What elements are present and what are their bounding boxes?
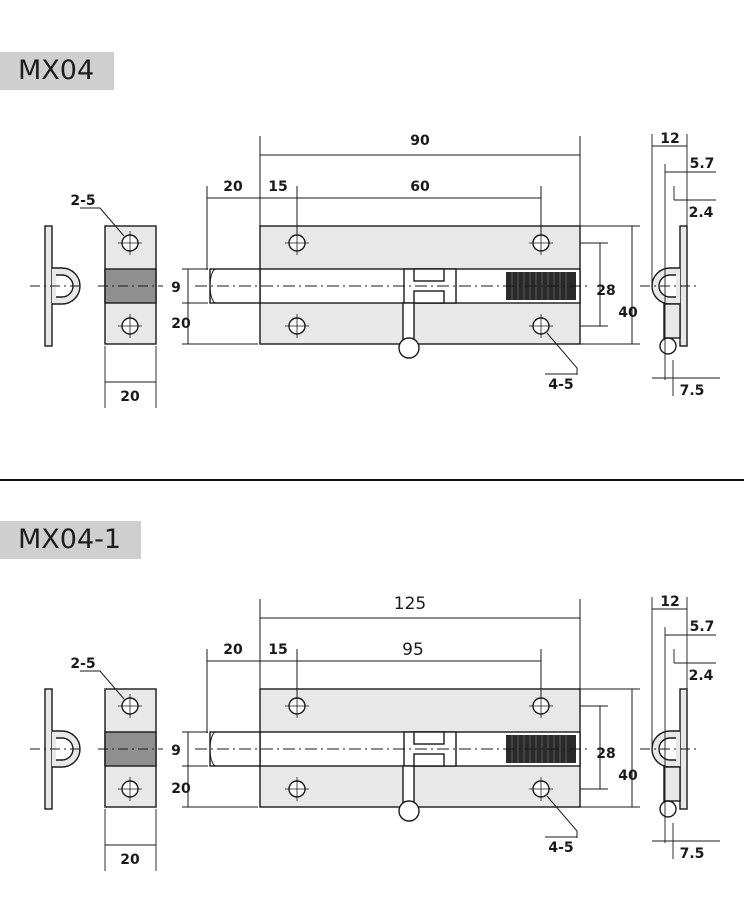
bolt-side-view <box>640 134 720 396</box>
dim-hole-pitch: 28 <box>596 283 615 299</box>
model-label-mx04-1: MX04-1 <box>0 521 142 559</box>
dimension-lines <box>182 136 640 345</box>
section-divider <box>0 479 744 481</box>
dim-side-a: 5.7 <box>690 156 715 172</box>
technical-drawing-mx04-1: 125 20 15 95 9 20 28 40 2-5 20 4-5 12 5.… <box>30 594 720 871</box>
dim-hole-offset: 15 <box>268 179 287 195</box>
dim-pin-height: 20 <box>171 316 191 332</box>
dimension-lines <box>182 599 640 808</box>
dim-side-depth: 12 <box>660 131 679 147</box>
dim-hole-pitch: 28 <box>596 746 615 762</box>
dim-pin-height: 20 <box>171 781 191 797</box>
dimension-text: 125 20 15 95 9 20 28 40 2-5 20 4-5 12 5.… <box>70 594 714 868</box>
dim-mount-holes: 4-5 <box>548 840 573 856</box>
bolt-front-view <box>195 225 590 375</box>
dim-keeper-width: 20 <box>120 389 140 405</box>
technical-drawing-mx04: 90 20 15 60 9 20 28 40 2-5 20 4-5 12 5.7… <box>30 131 720 408</box>
dim-hole-spacing: 95 <box>402 640 424 660</box>
dim-mount-holes: 4-5 <box>548 377 573 393</box>
dim-side-b: 2.4 <box>689 668 714 684</box>
model-label-mx04: MX04 <box>0 52 115 90</box>
keeper-front-view <box>80 670 163 871</box>
bolt-side-view <box>640 597 720 859</box>
keeper-side-view <box>30 688 81 810</box>
dim-hole-spacing: 60 <box>410 179 430 195</box>
dim-hole-offset: 15 <box>268 642 287 658</box>
dim-height: 40 <box>618 305 638 321</box>
dim-side-b: 2.4 <box>689 205 714 221</box>
bolt-front-view <box>195 688 590 838</box>
dim-height: 40 <box>618 768 638 784</box>
dim-bolt-extension: 20 <box>223 642 243 658</box>
keeper-side-view <box>30 225 81 347</box>
dim-pin-diameter: 9 <box>171 280 181 296</box>
dim-side-depth: 12 <box>660 594 679 610</box>
dim-keeper-holes: 2-5 <box>70 193 95 209</box>
dim-keeper-width: 20 <box>120 852 140 868</box>
dim-overall-length: 125 <box>394 594 426 614</box>
dim-side-c: 7.5 <box>680 846 705 862</box>
dim-bolt-extension: 20 <box>223 179 243 195</box>
dim-pin-diameter: 9 <box>171 743 181 759</box>
dimension-text: 90 20 15 60 9 20 28 40 2-5 20 4-5 12 5.7… <box>70 131 714 405</box>
dim-overall-length: 90 <box>410 133 430 149</box>
dim-side-c: 7.5 <box>680 383 705 399</box>
dim-side-a: 5.7 <box>690 619 715 635</box>
dim-keeper-holes: 2-5 <box>70 656 95 672</box>
keeper-front-view <box>80 207 163 408</box>
